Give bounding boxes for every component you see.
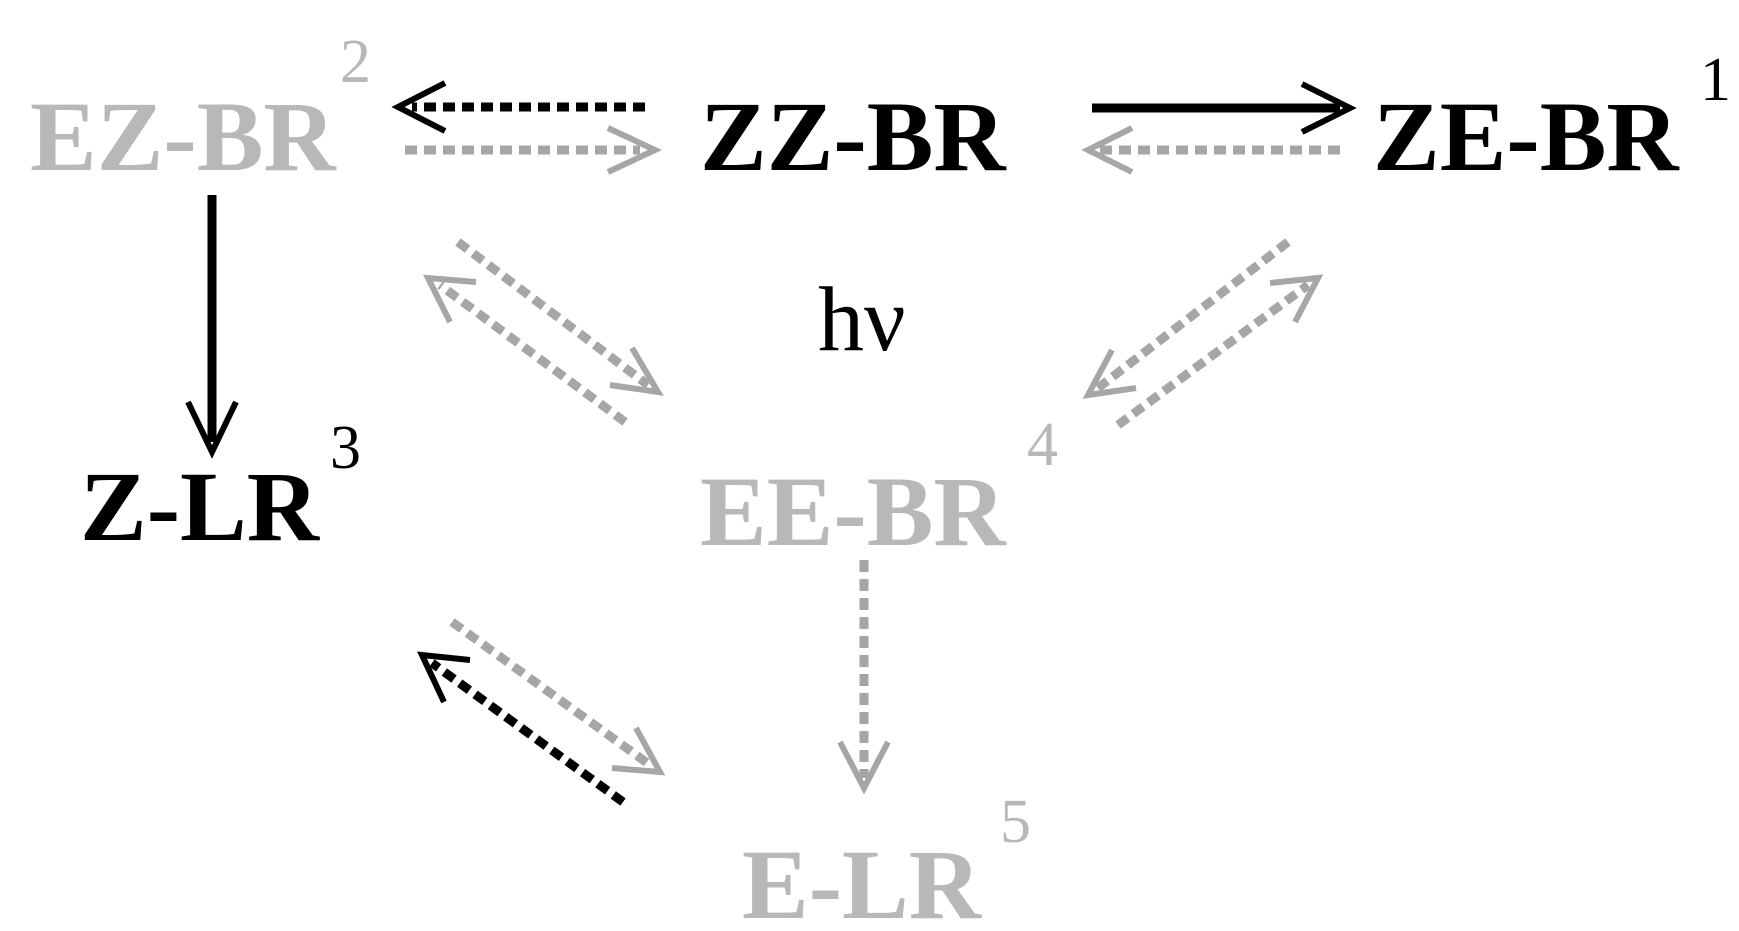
node-ez-br-label: EZ-BR: [30, 81, 337, 192]
node-ez-br-superscript: 2: [340, 28, 371, 96]
hv-label: hν: [818, 268, 906, 370]
edge-zz-to-ez: [391, 80, 645, 134]
node-ee-br-superscript: 4: [1027, 411, 1058, 479]
node-z-lr-superscript: 3: [330, 414, 361, 482]
edges: [185, 80, 1357, 806]
node-e-lr: E-LR: [742, 829, 983, 931]
edge-ee-to-elr: [837, 560, 891, 795]
edge-ez-to-zlr: [185, 195, 239, 459]
edge-ez-to-zz: [405, 125, 663, 175]
edge-zlr-to-elr: [449, 618, 666, 776]
node-zz-br: ZZ-BR: [700, 81, 1007, 192]
node-e-lr-superscript: 5: [1000, 788, 1031, 856]
edge-zz-to-ze: [1092, 81, 1357, 135]
edge-elr-to-zlr: [417, 651, 626, 806]
edge-ze-to-zz: [1081, 125, 1340, 175]
edge-ez-to-ee: [455, 238, 664, 396]
node-ez-br: EZ-BR: [30, 81, 337, 192]
edge-ee-to-ze: [1115, 274, 1324, 429]
node-ze-br-superscript: 1: [1700, 46, 1731, 114]
node-ee-br: EE-BR: [700, 456, 1007, 567]
edge-ze-to-ee: [1082, 238, 1291, 399]
node-z-lr: Z-LR: [80, 451, 321, 562]
node-ze-br: ZE-BR: [1373, 81, 1680, 192]
edge-ee-to-ez: [422, 274, 628, 426]
